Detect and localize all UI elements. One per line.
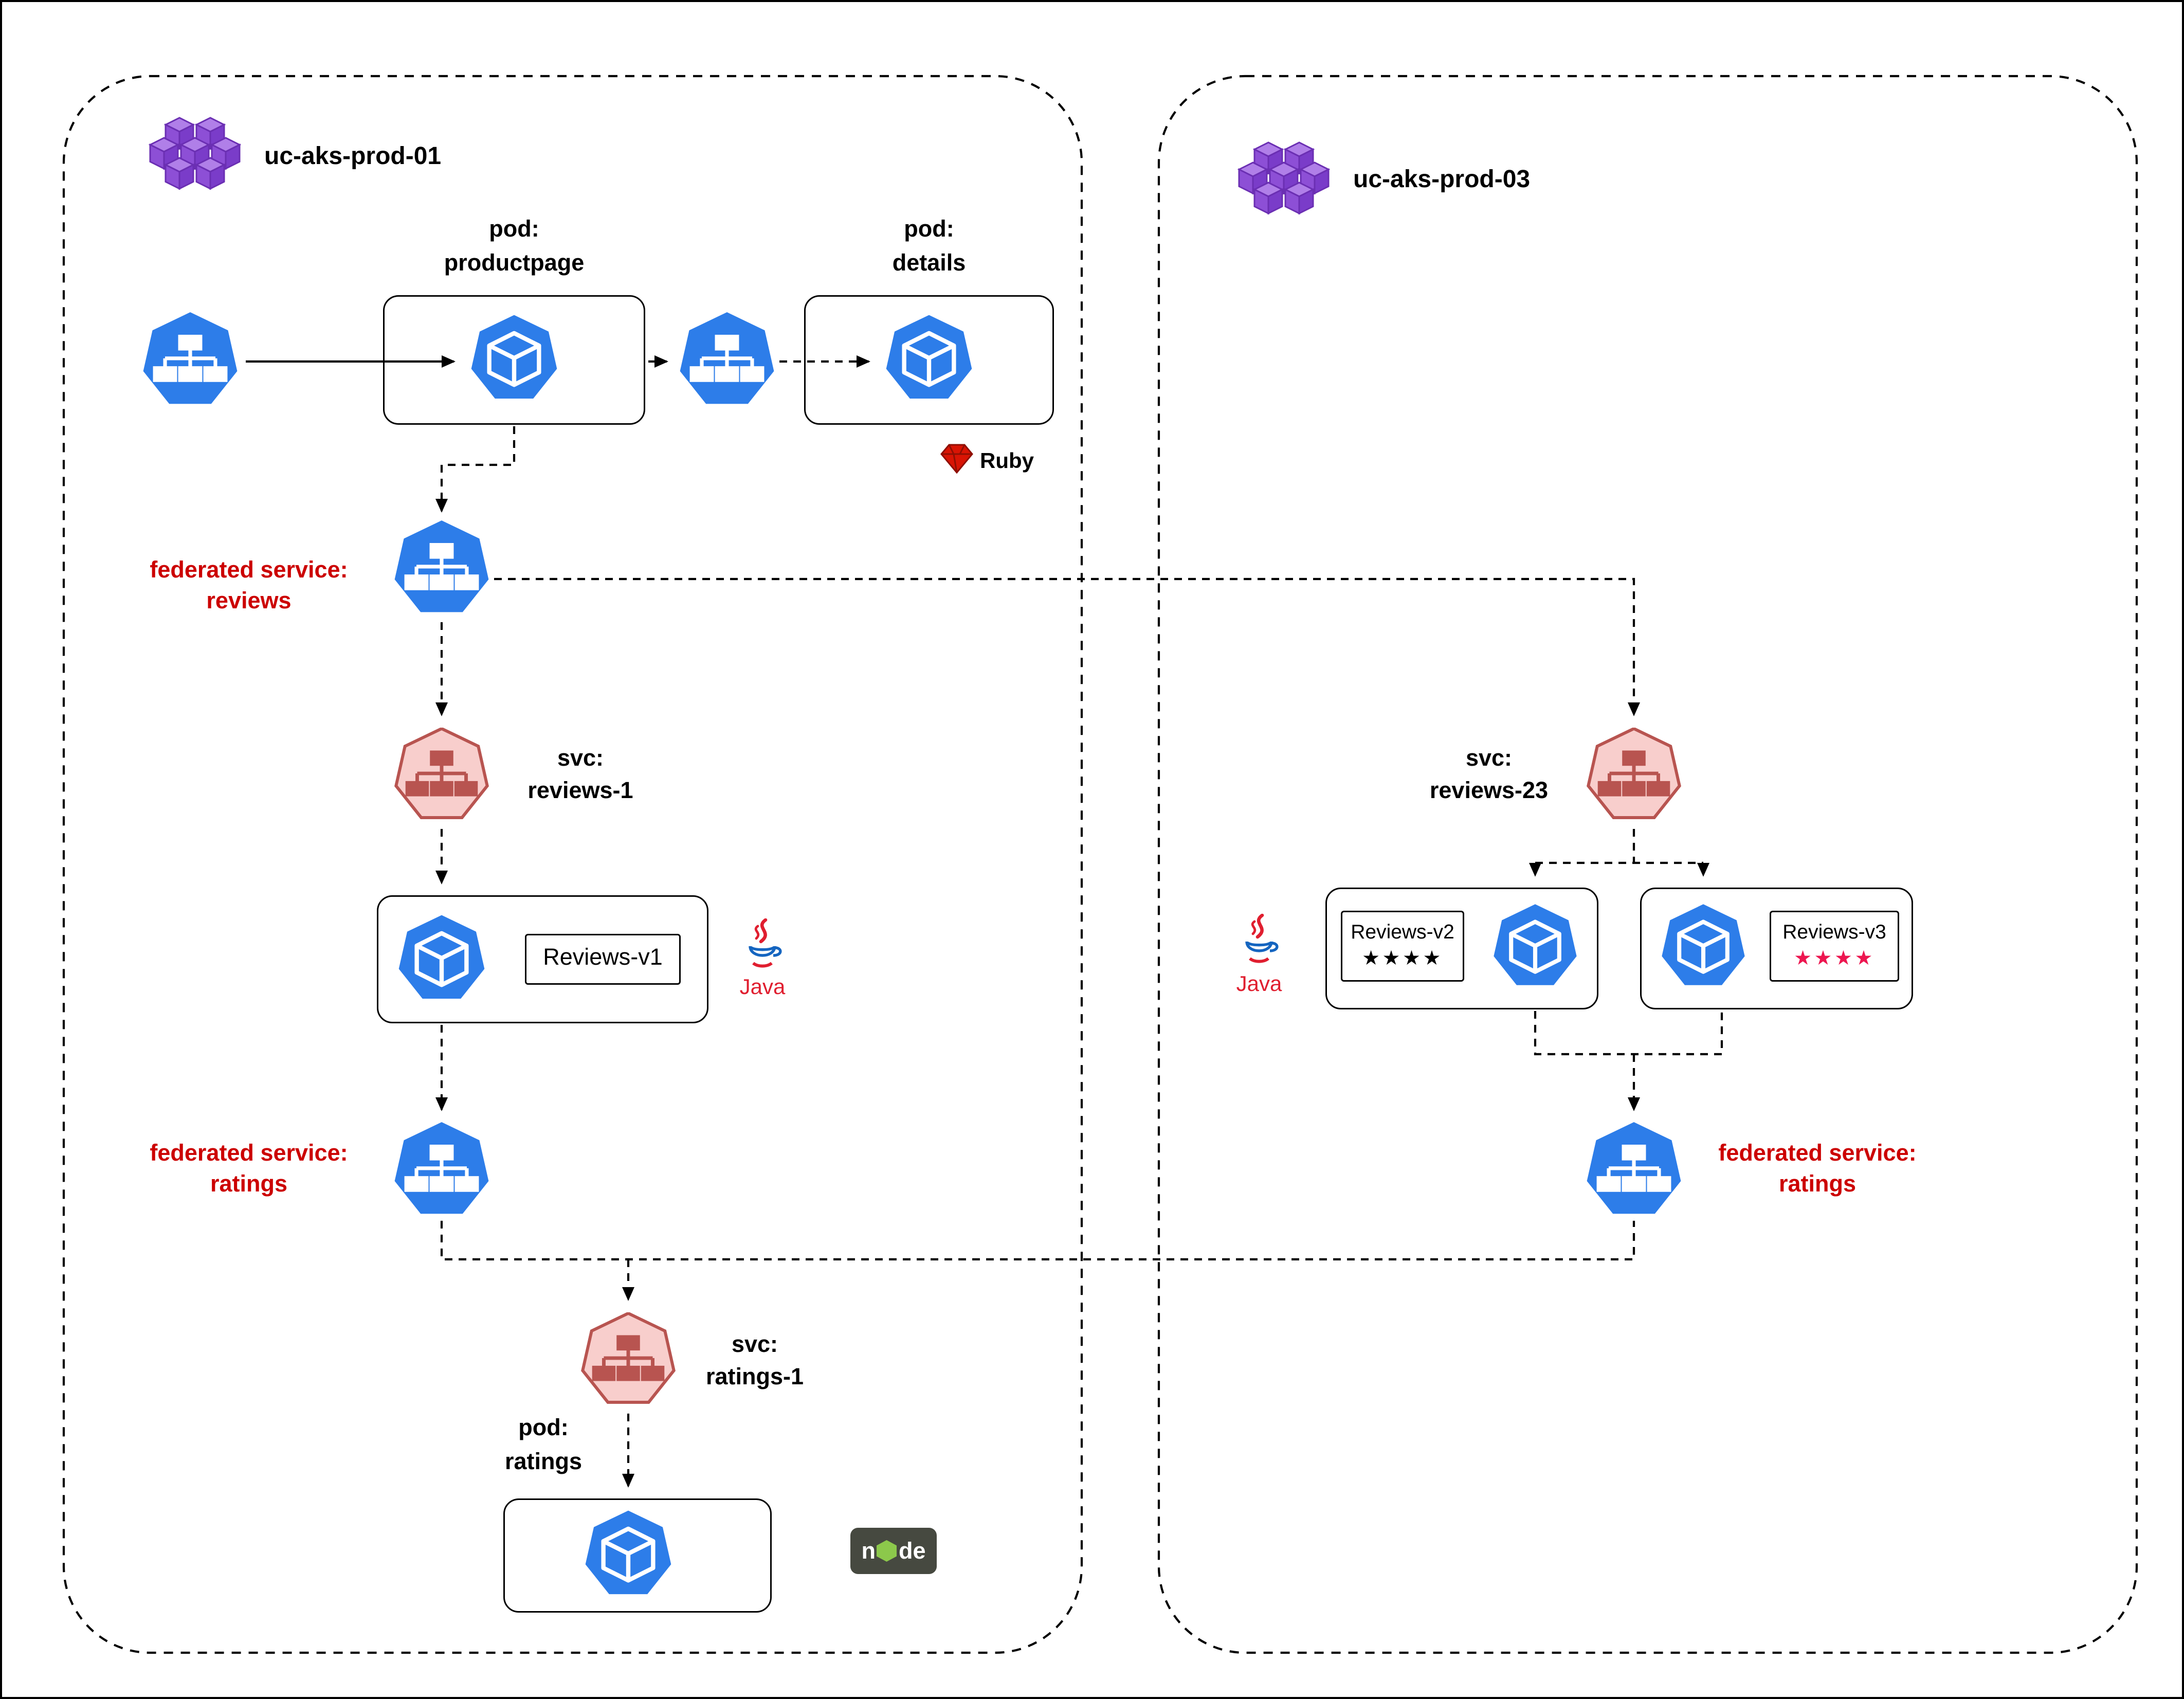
pod-details-label-line1: pod: bbox=[904, 216, 954, 243]
reviews-v3-pod-box bbox=[1640, 888, 1913, 1009]
reviews-v2-stars: ★★★★ bbox=[1362, 946, 1443, 969]
reviews-v3-stars: ★★★★ bbox=[1794, 946, 1875, 969]
ruby-icon bbox=[940, 444, 973, 474]
cluster-border-right bbox=[1157, 75, 2138, 1654]
cluster-cubes-icon bbox=[1238, 141, 1330, 214]
federated-service-reviews-label-line1: federated service: bbox=[150, 557, 348, 584]
pod-productpage-box bbox=[383, 295, 645, 425]
reviews-v1-pod-box bbox=[377, 895, 708, 1023]
federated-service-ratings-left-icon bbox=[389, 1120, 494, 1222]
reviews-v2-pod-box bbox=[1325, 888, 1598, 1009]
svc-reviews-1-label-line2: reviews-1 bbox=[527, 778, 633, 804]
java-icon bbox=[749, 918, 782, 968]
federated-service-reviews-label: federated service: reviews bbox=[125, 556, 372, 618]
reviews-v3-tag-label: Reviews-v3 bbox=[1782, 920, 1886, 943]
connector-reviews-pods-join bbox=[1534, 1011, 1723, 1056]
connector-svc-reviews-23-split bbox=[1535, 829, 1703, 864]
federated-service-ratings-right-label-line1: federated service: bbox=[1718, 1141, 1917, 1167]
nodejs-badge-pre: n bbox=[861, 1538, 876, 1564]
reviews-v3-tag: Reviews-v3 ★★★★ bbox=[1770, 911, 1899, 982]
svc-reviews-1-icon bbox=[391, 727, 493, 826]
java-icon bbox=[1245, 914, 1279, 963]
pod-details-label: pod: details bbox=[806, 213, 1052, 281]
kubernetes-service-icon bbox=[138, 311, 243, 412]
svc-reviews-1-label: svc: reviews-1 bbox=[488, 743, 673, 807]
pod-details-icon bbox=[881, 314, 977, 406]
pod-productpage-label-line1: pod: bbox=[489, 216, 539, 243]
ruby-label: Ruby bbox=[980, 448, 1034, 473]
nodejs-badge: n de bbox=[850, 1528, 937, 1574]
federated-service-ratings-right-label: federated service: ratings bbox=[1694, 1139, 1941, 1201]
connector-federated-ratings-bus bbox=[440, 1221, 1635, 1261]
svc-reviews-23-label-line1: svc: bbox=[1465, 746, 1513, 772]
pod-reviews-v3-icon bbox=[1657, 903, 1750, 992]
federated-service-reviews-label-line2: reviews bbox=[206, 588, 292, 614]
java-label: Java bbox=[739, 974, 786, 999]
svc-reviews-1-label-line1: svc: bbox=[557, 746, 604, 772]
federated-service-ratings-left-label: federated service: ratings bbox=[125, 1139, 372, 1201]
svc-reviews-23-label: svc: reviews-23 bbox=[1396, 743, 1581, 807]
pod-ratings-box bbox=[503, 1498, 772, 1613]
svc-ratings-1-label-line1: svc: bbox=[731, 1332, 778, 1358]
java-label: Java bbox=[1236, 971, 1282, 996]
federated-service-ratings-right-label-line2: ratings bbox=[1778, 1171, 1856, 1198]
connector-federated-reviews-to-svc-reviews-23 bbox=[494, 577, 1640, 716]
kubernetes-service-icon bbox=[675, 311, 779, 412]
pod-ratings-icon bbox=[580, 1509, 676, 1602]
pod-reviews-v2-icon bbox=[1489, 903, 1581, 992]
federated-service-ratings-left-label-line2: ratings bbox=[210, 1171, 287, 1198]
svc-reviews-23-label-line2: reviews-23 bbox=[1429, 778, 1549, 804]
pod-productpage-label-line2: productpage bbox=[444, 250, 585, 277]
svc-ratings-1-label: svc: ratings-1 bbox=[662, 1329, 847, 1394]
pod-productpage-icon bbox=[466, 314, 562, 406]
reviews-v1-tag: Reviews-v1 bbox=[525, 934, 681, 985]
connector-productpage-to-federated-reviews bbox=[435, 426, 516, 513]
svc-reviews-23-icon bbox=[1583, 727, 1685, 826]
reviews-v2-tag-label: Reviews-v2 bbox=[1351, 920, 1454, 943]
nodejs-hexagon-icon bbox=[877, 1540, 897, 1562]
svc-ratings-1-label-line2: ratings-1 bbox=[705, 1364, 804, 1390]
cluster-cubes-icon bbox=[149, 117, 241, 190]
reviews-v2-tag: Reviews-v2 ★★★★ bbox=[1341, 911, 1464, 982]
cluster-name-left: uc-aks-prod-01 bbox=[264, 144, 442, 170]
pod-reviews-v1-icon bbox=[394, 914, 489, 1006]
pod-ratings-label: pod: ratings bbox=[420, 1412, 667, 1480]
nodejs-badge-post: de bbox=[898, 1538, 926, 1564]
federated-service-reviews-icon bbox=[389, 519, 494, 621]
pod-productpage-label: pod: productpage bbox=[391, 213, 638, 281]
federated-service-ratings-left-label-line1: federated service: bbox=[150, 1141, 348, 1167]
cluster-name-right: uc-aks-prod-03 bbox=[1353, 167, 1531, 193]
pod-ratings-label-line1: pod: bbox=[518, 1415, 569, 1441]
pod-ratings-label-line2: ratings bbox=[504, 1449, 582, 1475]
cluster-border-left bbox=[62, 75, 1083, 1654]
federated-service-ratings-right-icon bbox=[1581, 1120, 1686, 1222]
pod-details-box bbox=[804, 295, 1054, 425]
pod-details-label-line2: details bbox=[892, 250, 966, 277]
